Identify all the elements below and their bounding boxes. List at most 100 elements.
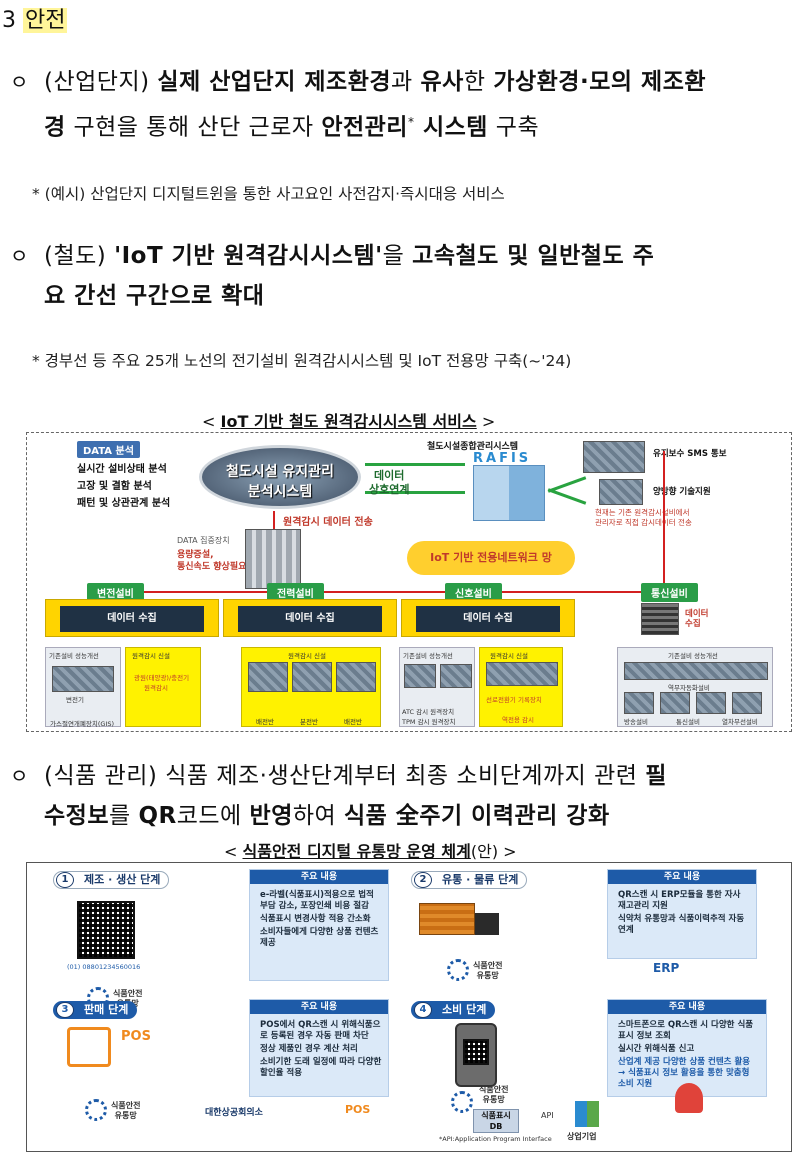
stage-3-head: 3 판매 단계 — [53, 1001, 138, 1019]
building-icon — [575, 1101, 599, 1127]
gear-label-line: 유통망 — [114, 1111, 137, 1120]
panel-photo — [660, 692, 690, 714]
sms-photo — [583, 441, 645, 473]
exchange-text: 상호연계 — [369, 483, 410, 496]
network-bus — [87, 591, 663, 593]
maintenance-system-oval: 철도시설 유지관리 분석시스템 — [199, 445, 361, 509]
title-text: IoT 기반 철도 원격감시시스템 서비스 — [220, 412, 477, 431]
panel-photo — [486, 662, 558, 686]
panel-caption: 방송설비 — [624, 718, 648, 726]
section-number: 3 — [2, 8, 16, 33]
panel-caption: 역무자동화설비 — [668, 684, 710, 692]
gear-label-line: 식품안전 — [113, 989, 143, 998]
panel-remote-substation: 원격감시 신설 광원(태양광)/충전기 원격감시 — [125, 647, 201, 727]
bullet-text: 하여 — [292, 803, 344, 829]
title-bracket: > — [476, 412, 496, 431]
panel-remote-signal: 원격감시 신설 선로전환기 기록장치 역전용 감시 — [479, 647, 563, 727]
collect-box-substation: 데이터 수집 — [45, 599, 219, 637]
content-item: 소비자들에게 다양한 상품 컨텐츠 제공 — [260, 927, 379, 948]
footnote-marker: * — [407, 115, 415, 129]
shopper-icon — [675, 1083, 703, 1113]
title-text: 식품안전 디지털 유통망 운영 체계 — [242, 842, 471, 861]
tech-label: 양방향 기술지원 — [653, 487, 711, 497]
bullet-text-bold: 요 간선 구간으로 확대 — [44, 283, 265, 309]
panel-caption: TPM 감시 원격장치 — [402, 718, 456, 726]
panel-caption: 기존설비 성능개선 — [49, 652, 99, 660]
rafis-logo: RAFIS — [473, 451, 532, 466]
panel-photo — [248, 662, 288, 692]
bullet-prefix: (철도) — [44, 243, 115, 269]
panel-photo — [440, 664, 472, 688]
exchange-text: 데이터 — [374, 469, 405, 482]
rafis-building-icon — [473, 465, 545, 521]
iot-figure-title: < IoT 기반 철도 원격감시시스템 서비스 > — [202, 408, 495, 432]
stage-1-content: 주요 내용 e-라벨(식품표시)적용으로 법적 부담 감소, 포장인쇄 비용 절… — [249, 869, 389, 981]
gear-label-line: 유통망 — [482, 1095, 505, 1104]
food-db-box: 식품표시 DB — [473, 1109, 519, 1133]
gear-icon — [85, 1099, 107, 1121]
bullet-food: ㅇ(식품 관리) 식품 제조·생산단계부터 최종 소비단계까지 관련 필 수정보… — [10, 756, 799, 836]
qr-code-icon — [77, 901, 135, 959]
panel-caption: 원격감시 — [144, 684, 168, 692]
api-footnote: *API:Application Program Interface — [439, 1135, 552, 1143]
panel-caption: 원격감시 신설 — [288, 652, 326, 660]
collect-label: 데이터 수집 — [238, 606, 382, 632]
title-bracket: < — [224, 842, 243, 861]
food-figure-title: < 식품안전 디지털 유통망 운영 체계(안) > — [224, 838, 517, 862]
exchange-arrow — [365, 491, 465, 494]
data-analysis-line: 패턴 및 상관관계 분석 — [77, 498, 171, 509]
bullet-text: 과 — [391, 69, 421, 95]
panel-caption: 분전반 — [300, 718, 318, 726]
gear-icon — [451, 1091, 473, 1113]
stage-label: 제조 · 생산 단계 — [84, 873, 161, 886]
collect-label: 데이터 수집 — [60, 606, 204, 632]
company-label: 상업기업 — [567, 1132, 597, 1141]
bullet-prefix: (산업단지) — [44, 69, 158, 95]
bullet-text: 구현을 통해 산단 근로자 — [65, 114, 322, 141]
bullet-text-bold: 유사 — [420, 69, 464, 95]
bullet-industrial: ㅇ(산업단지) 실제 산업단지 제조환경과 유사한 가상환경·모의 제조환 경 … — [10, 62, 799, 148]
bullet-text-bold: 식품 全주기 이력관리 강화 — [344, 803, 610, 829]
bullet-text-bold: 가상환경·모의 제조환 — [493, 69, 707, 95]
panel-caption: 통신설비 — [676, 718, 700, 726]
sms-label: 유지보수 SMS 통보 — [653, 449, 727, 459]
pos-icon — [67, 1027, 111, 1067]
panel-caption: ATC 감시 원격장치 — [402, 708, 455, 716]
content-head: 주요 내용 — [608, 870, 756, 884]
panel-caption: 원격감시 신설 — [490, 652, 528, 660]
stage-2-content: 주요 내용 QR스캔 시 ERP모듈을 통한 자사 재고관리 지원 식약처 유통… — [607, 869, 757, 959]
content-item: 스마트폰으로 QR스캔 시 다양한 식품표시 정보 조회 — [618, 1020, 754, 1041]
current-note: 현재는 기존 원격감시설비에서 — [595, 508, 690, 517]
erp-label: ERP — [653, 961, 680, 975]
data-analysis-line: 실시간 설비상태 분석 — [77, 464, 167, 475]
panel-photo — [336, 662, 376, 692]
bullet-mark: ㅇ — [10, 244, 29, 268]
panel-caption: 광원(태양광)/충전기 — [134, 674, 190, 682]
comm-collect-line: 데이터 — [685, 609, 709, 619]
bullet-text-bold: 수정보 — [44, 803, 109, 829]
data-analysis-line: 고장 및 결함 분석 — [77, 481, 152, 492]
panel-caption: 기존설비 성능개선 — [668, 652, 718, 660]
content-item: 실시간 위해식품 신고 — [618, 1044, 695, 1054]
content-item: QR스캔 시 ERP모듈을 통한 자사 재고관리 지원 — [618, 890, 741, 911]
collect-label: 데이터 수집 — [416, 606, 560, 632]
bullet-text-bold: 시스템 — [414, 114, 488, 141]
stage-number: 3 — [56, 1002, 74, 1018]
content-item: 정상 제품인 경우 계산 처리 — [260, 1044, 358, 1054]
chamber-of-commerce-logo: 대한상공회의소 — [205, 1108, 263, 1118]
gear-label-line: 식품안전 — [111, 1101, 141, 1110]
bullet-prefix: (식품 관리) 식품 제조·생산단계부터 최종 소비단계까지 관련 — [44, 763, 646, 789]
gear-label-line: 식품안전 — [479, 1085, 509, 1094]
stage-label: 판매 단계 — [84, 1003, 129, 1016]
network-riser — [663, 451, 665, 593]
center-label: 분석시스템 — [247, 484, 313, 500]
panel-photo — [696, 692, 726, 714]
bullet-text-bold: 고속철도 및 일반철도 주 — [412, 243, 655, 269]
barcode-number: (01) 08801234560016 — [67, 963, 141, 971]
data-analysis-block: DATA 분석 실시간 설비상태 분석 고장 및 결함 분석 패턴 및 상관관계… — [77, 439, 247, 509]
